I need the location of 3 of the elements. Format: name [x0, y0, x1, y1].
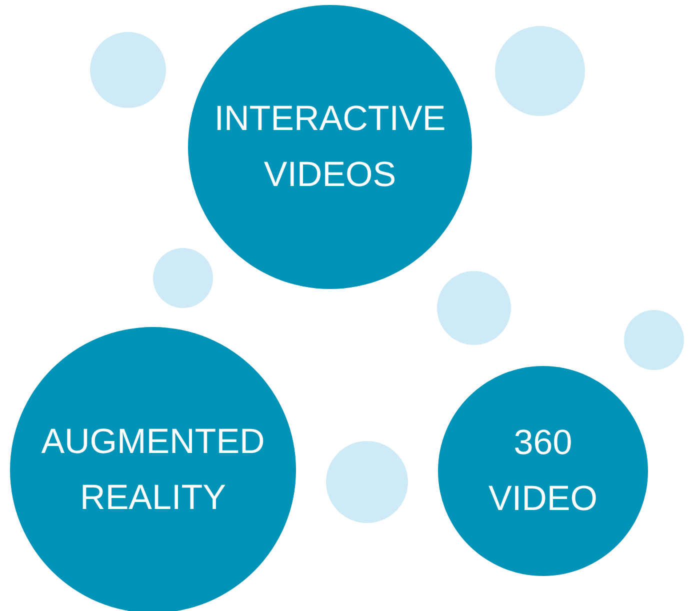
topic-label: AUGMENTED REALITY	[40, 421, 266, 519]
topic-label: 360 VIDEO	[488, 422, 598, 520]
topic-label: INTERACTIVE VIDEOS	[213, 98, 447, 196]
